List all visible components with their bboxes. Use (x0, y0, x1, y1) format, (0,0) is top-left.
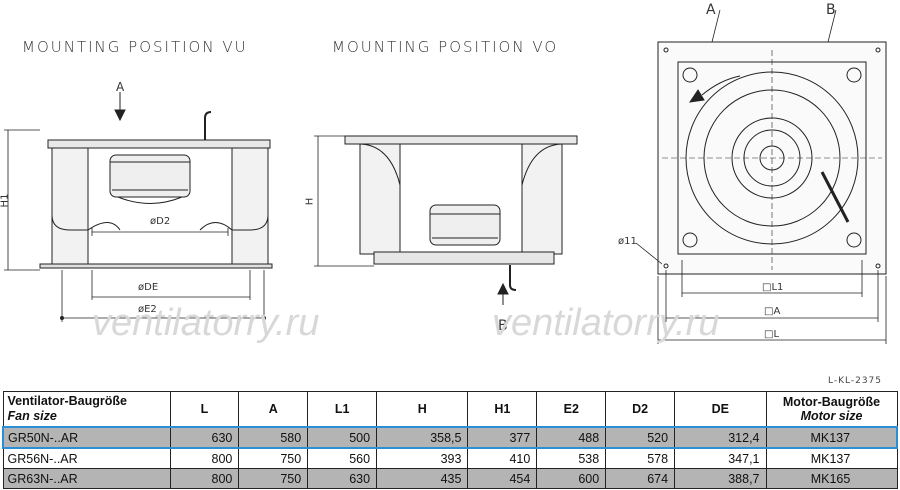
row-cell: 630 (169, 426, 240, 449)
row-cell: 520 (605, 426, 676, 449)
row-cell: 538 (536, 447, 607, 469)
row-motor: MK137 (765, 447, 898, 469)
header-motor-size-de: Motor-Baugröße (782, 395, 881, 409)
header-col-e2: E2 (536, 391, 607, 428)
table-row[interactable]: GR56N-..AR 800 750 560 393 410 538 578 3… (2, 447, 898, 469)
header-motor-size: Motor-Baugröße Motor size (765, 391, 898, 428)
watermark-right: ventilatorry.ru (492, 302, 720, 344)
label-h: H (304, 197, 316, 206)
header-col-a: A (238, 391, 309, 428)
label-l1: □L1 (762, 282, 784, 293)
header-col-h: H (376, 391, 469, 428)
row-cell: 435 (376, 468, 469, 489)
header-motor-size-en: Motor size (800, 409, 863, 423)
row-motor: MK137 (765, 426, 898, 449)
row-cell: 312,4 (674, 426, 767, 449)
row-cell: 388,7 (674, 468, 767, 489)
title-mounting-vu: MOUNTING POSITION VU (22, 38, 248, 56)
technical-drawing: MOUNTING POSITION VU MOUNTING POSITION V… (0, 2, 887, 344)
header-col-d2: D2 (605, 391, 676, 428)
header-col-l1: L1 (307, 391, 378, 428)
label-e2: øE2 (138, 304, 157, 315)
label-a-vu: A (116, 80, 125, 94)
row-model: GR50N-..AR (2, 426, 171, 449)
label-b-plan: B (826, 2, 836, 18)
header-col-h1: H1 (467, 391, 538, 428)
row-cell: 580 (238, 426, 309, 449)
header-fan-size-en: Fan size (7, 409, 57, 423)
label-h1: H1 (0, 193, 11, 208)
watermark-left: ventilatorry.ru (92, 302, 320, 344)
row-cell: 750 (238, 447, 309, 469)
row-cell: 750 (238, 468, 309, 489)
label-b-vo: B (498, 318, 508, 334)
header-col-l: L (169, 391, 240, 428)
header-col-de: DE (674, 391, 767, 428)
row-cell: 800 (169, 447, 240, 469)
row-cell: 800 (169, 468, 240, 489)
label-a-plan: A (706, 2, 716, 18)
row-cell: 410 (467, 447, 538, 469)
row-cell: 500 (307, 426, 378, 449)
row-cell: 488 (536, 426, 607, 449)
header-fan-size: Ventilator-Baugröße Fan size (2, 391, 171, 428)
row-cell: 377 (467, 426, 538, 449)
row-cell: 630 (307, 468, 378, 489)
drawing-lines (4, 9, 887, 344)
row-cell: 454 (467, 468, 538, 489)
row-cell: 560 (307, 447, 378, 469)
row-cell: 393 (376, 447, 469, 469)
row-model: GR56N-..AR (2, 447, 171, 469)
row-cell: 347,1 (674, 447, 767, 469)
label-hole-dia: ø11 (618, 236, 637, 247)
row-cell: 600 (536, 468, 607, 489)
table-row[interactable]: GR50N-..AR 630 580 500 358,5 377 488 520… (2, 426, 898, 449)
label-de: øDE (138, 282, 159, 293)
row-motor: MK165 (765, 468, 898, 489)
label-l-square: □L (764, 329, 780, 340)
table-row[interactable]: GR63N-..AR 800 750 630 435 454 600 674 3… (2, 468, 898, 489)
label-d2: øD2 (150, 216, 171, 227)
row-cell: 358,5 (376, 426, 469, 449)
header-fan-size-de: Ventilator-Baugröße (7, 394, 127, 408)
row-cell: 674 (605, 468, 676, 489)
table-header-row: Ventilator-Baugröße Fan size L A L1 H H1… (2, 391, 898, 428)
dimension-table: Ventilator-Baugröße Fan size L A L1 H H1… (2, 391, 898, 489)
label-a-square: □A (764, 306, 781, 317)
drawing-reference: L-KL-2375 (827, 376, 882, 386)
title-mounting-vo: MOUNTING POSITION VO (332, 38, 559, 56)
row-cell: 578 (605, 447, 676, 469)
row-model: GR63N-..AR (2, 468, 171, 489)
